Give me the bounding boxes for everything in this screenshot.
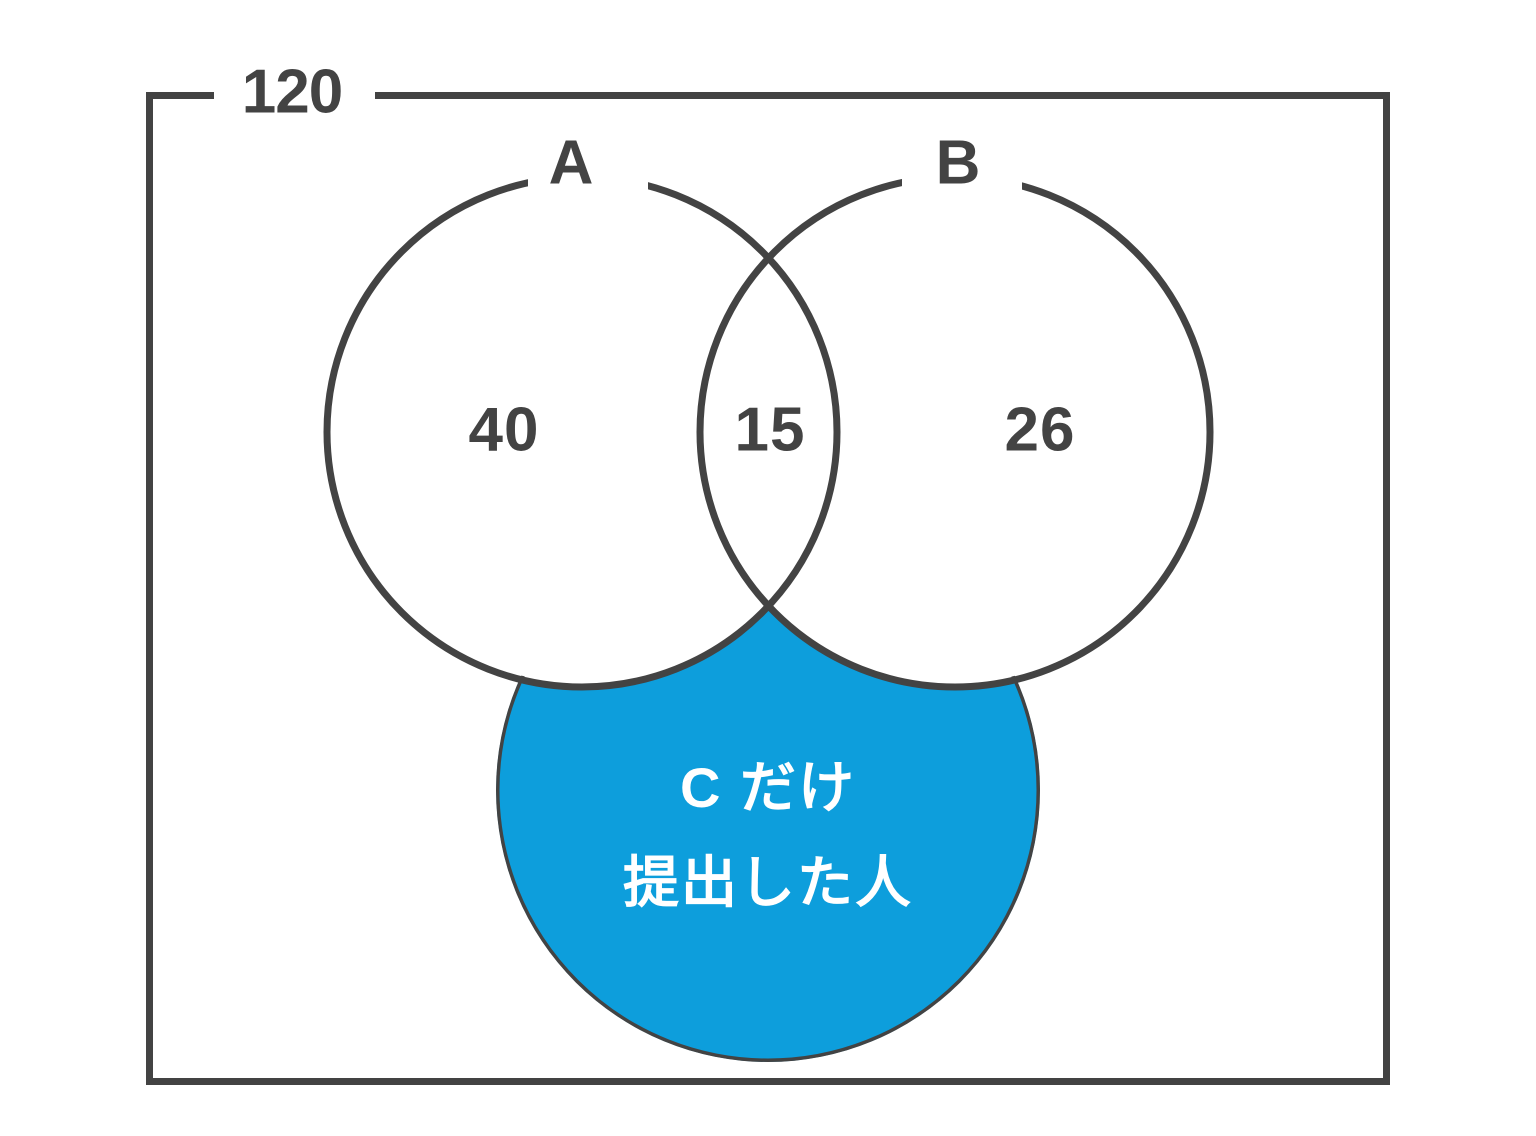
circle-b-outline (696, 173, 1214, 691)
c-only-text-line-2: 提出した人 (623, 851, 913, 914)
set-a-label: A (549, 128, 594, 197)
count-a-and-b: 15 (735, 395, 806, 464)
circle-c-outline (492, 514, 1044, 1066)
set-b-label: B (936, 128, 981, 197)
circle-a-outline (323, 173, 841, 691)
c-only-text-line-1: C だけ (680, 756, 856, 819)
count-b-only: 26 (1005, 395, 1076, 464)
universal-set-label: 120 (242, 57, 342, 126)
c-only-fill (496, 518, 1040, 1062)
universal-set-rectangle (146, 92, 1390, 1085)
region-c-only (492, 514, 1044, 1066)
count-a-only: 40 (469, 395, 540, 464)
